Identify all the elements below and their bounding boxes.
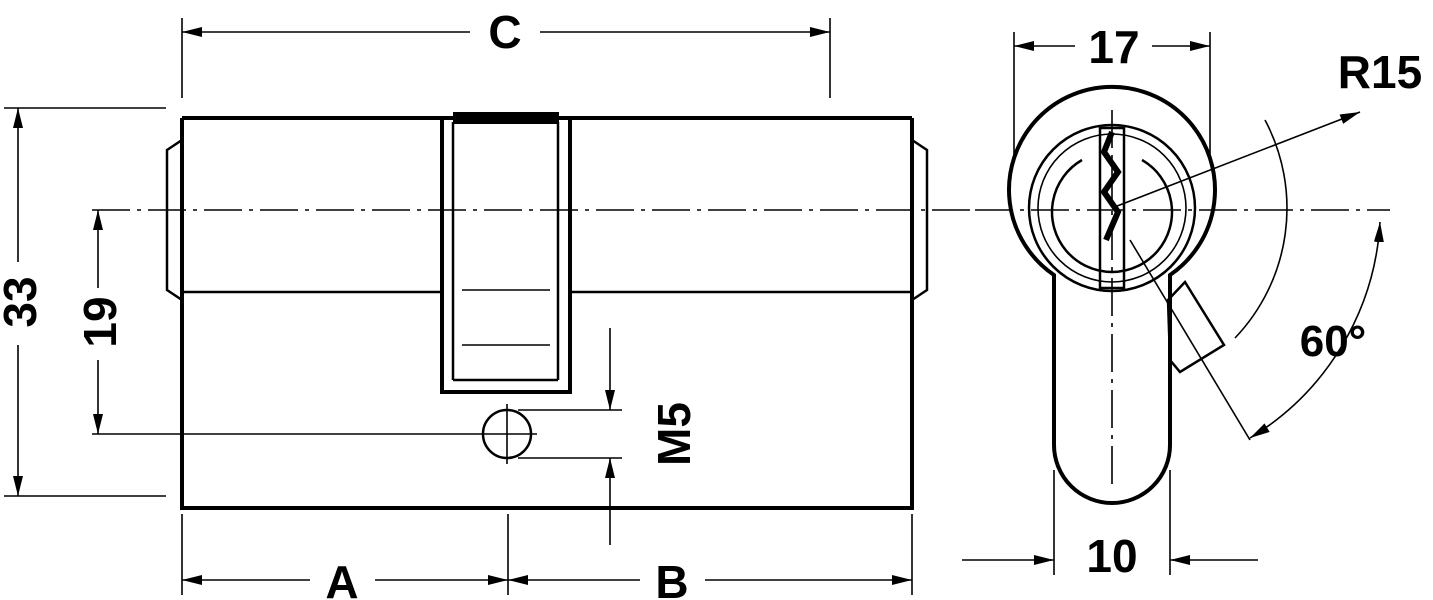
cylinder-body [165,116,929,510]
label-19: 19 [74,296,126,347]
dimension-r15: R15 [1111,46,1422,209]
dimension-c: C [181,6,831,98]
side-view: C 33 19 M5 [0,6,975,600]
label-m5: M5 [648,402,700,466]
cam [1166,279,1226,374]
label-17: 17 [1088,21,1139,73]
label-b: B [655,556,688,600]
dimension-a-b: A B [181,514,913,600]
label-r15: R15 [1338,46,1422,98]
label-10: 10 [1086,530,1137,582]
label-60: 60° [1300,317,1367,366]
dimension-17: 17 [1013,21,1211,158]
dimension-33: 33 [0,107,166,497]
key-profile [1100,130,1122,242]
dimension-19: 19 [74,210,126,434]
cam-slot [440,112,572,394]
dimension-m5: M5 [518,328,700,545]
label-a: A [325,556,358,600]
profile-outline [1007,84,1217,505]
dimension-60: 60° [1234,119,1384,439]
screw-hole [92,404,537,464]
label-33: 33 [0,276,46,327]
label-c: C [488,6,521,58]
dimension-10: 10 [962,470,1258,582]
front-view: 17 R15 60° 10 [962,21,1422,582]
